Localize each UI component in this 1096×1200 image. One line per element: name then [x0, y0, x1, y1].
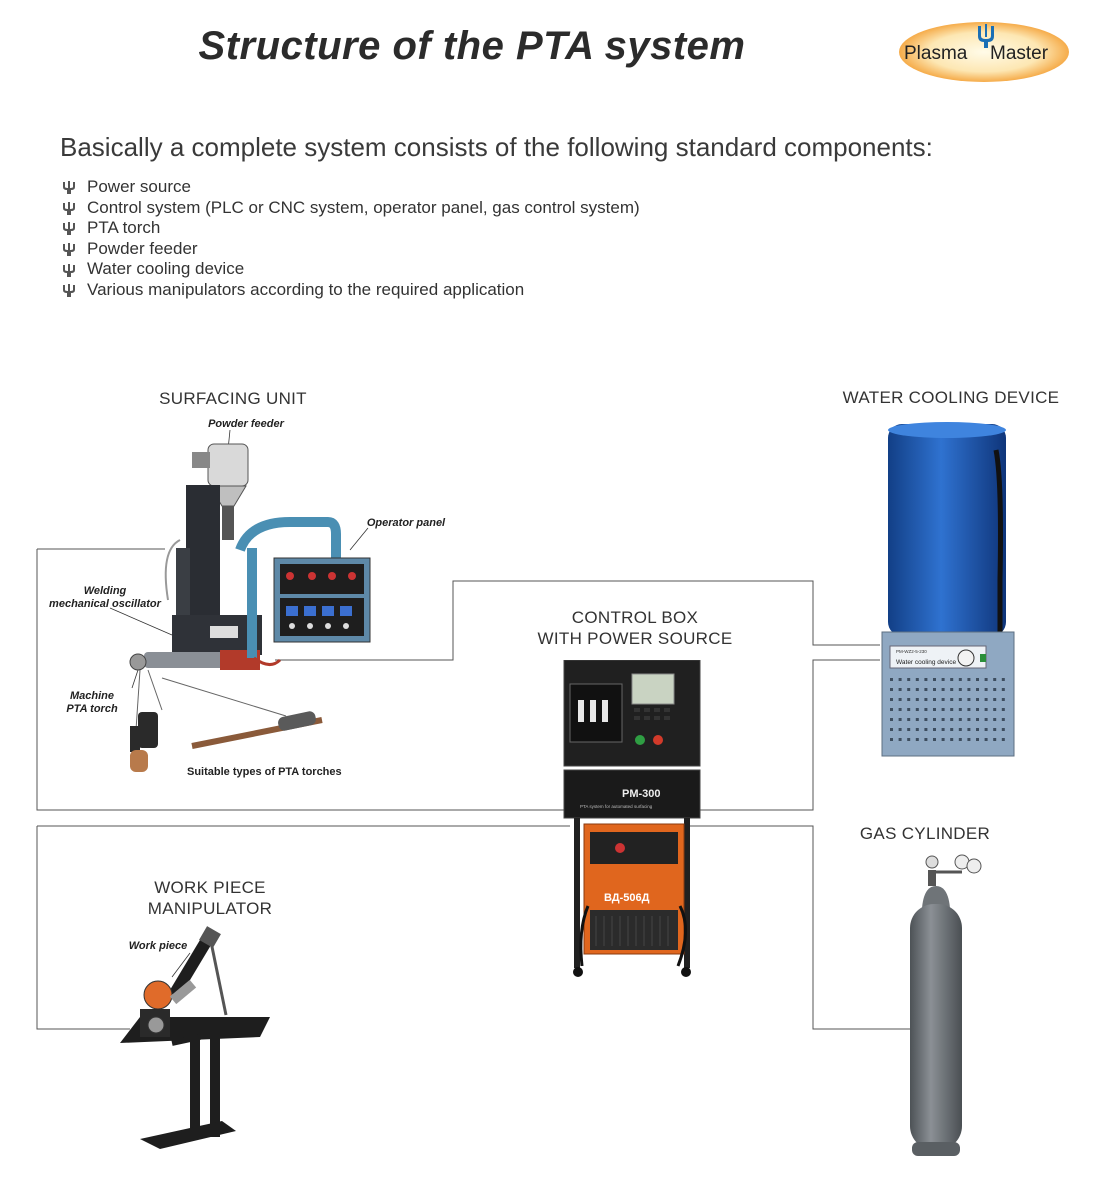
line-surfacing-to-cooler [36, 549, 880, 811]
list-item-label: Control system (PLC or CNC system, opera… [87, 197, 640, 217]
callout-oscillator: Welding mechanical oscillator [40, 585, 170, 611]
gas-cylinder-body [910, 904, 962, 1150]
logo-plasma-mark-icon [978, 24, 994, 48]
control-box-illustration: PM-300 PTA system for automated surfacin… [563, 660, 701, 977]
handheld-torch-icon [130, 712, 158, 772]
list-item-label: PTA torch [87, 218, 161, 238]
plasma-bullet-icon [62, 221, 76, 236]
list-item-label: Powder feeder [87, 238, 198, 258]
plasma-bullet-icon [62, 263, 76, 277]
list-item: PTA torch [62, 218, 640, 239]
water-cooling-title: WATER COOLING DEVICE [842, 388, 1060, 407]
list-item: Powder feeder [62, 239, 640, 260]
manipulator-title-line1: WORK PIECE [154, 878, 266, 897]
gas-cylinder-illustration [910, 854, 982, 1156]
list-item: Control system (PLC or CNC system, opera… [62, 198, 640, 219]
list-item-label: Various manipulators according to the re… [87, 279, 525, 299]
logo-right-word: Master [990, 43, 1049, 64]
manipulator-title-line2: MANIPULATOR [147, 899, 273, 918]
line-control-to-cylinder [690, 825, 915, 1030]
callout-oscillator-line2: mechanical oscillator [49, 598, 161, 610]
callout-oscillator-line1: Welding [83, 585, 127, 597]
callout-operator-panel: Operator panel [366, 517, 446, 529]
plasma-bullet-icon [62, 283, 76, 298]
cooler-vent-holes [890, 678, 1005, 741]
callout-torch-line1: Machine [69, 690, 114, 702]
logo-left-word: Plasma [904, 43, 968, 64]
control-box-title: CONTROL BOX WITH POWER SOURCE [520, 607, 750, 649]
control-box-title-line2: WITH POWER SOURCE [537, 629, 733, 648]
cooler-plate-label: Water cooling device [896, 659, 956, 666]
control-model-label: PM-300 [622, 788, 661, 800]
callout-machine-torch: Machine PTA torch [52, 690, 132, 716]
gas-cylinder-title: GAS CYLINDER [859, 824, 991, 843]
plasma-bullet-icon [62, 201, 76, 215]
page-title: Structure of the PTA system [198, 24, 746, 68]
intro-text: Basically a complete system consists of … [60, 132, 933, 162]
long-torch-icon [161, 677, 323, 749]
rectifier-model-label: ВД-506Д [604, 892, 650, 904]
list-item: Power source [62, 177, 640, 198]
pressure-regulator-icon [925, 854, 982, 886]
logo-graphic: Plasma Master [899, 22, 1069, 82]
line-panel-to-cooler [275, 580, 880, 661]
manipulator-title: WORK PIECE MANIPULATOR [120, 877, 300, 919]
water-cooling-illustration: PM-WZ2-5-230 Water cooling device [881, 422, 1015, 757]
list-item: Various manipulators according to the re… [62, 280, 640, 301]
list-item-label: Power source [87, 177, 191, 196]
callout-torch-line2: PTA torch [66, 703, 118, 715]
control-display [631, 673, 675, 705]
surfacing-unit-illustration [109, 430, 371, 772]
line-manipulator-left [36, 826, 130, 1030]
control-box-title-line1: CONTROL BOX [571, 608, 699, 627]
plasma-bullet-icon [62, 180, 76, 195]
cooler-plate-code: PM-WZ2-5-230 [896, 649, 927, 654]
component-list: Power source Control system (PLC or CNC … [62, 177, 640, 301]
callout-powder-feeder: Powder feeder [208, 418, 284, 430]
list-item-label: Water cooling device [87, 259, 245, 279]
manipulator-illustration [120, 926, 270, 1149]
control-model-sub: PTA system for automated surfacing [580, 804, 653, 809]
list-item: Water cooling device [62, 259, 640, 280]
callout-torch-types: Suitable types of PTA torches [187, 766, 342, 778]
water-barrel [888, 424, 1006, 636]
plasma-bullet-icon [62, 242, 76, 257]
plasma-master-logo: Plasma Master [896, 18, 1072, 84]
surfacing-unit-title: SURFACING UNIT [159, 389, 307, 408]
gauge-icon [957, 649, 975, 667]
callout-work-piece: Work piece [128, 940, 188, 952]
